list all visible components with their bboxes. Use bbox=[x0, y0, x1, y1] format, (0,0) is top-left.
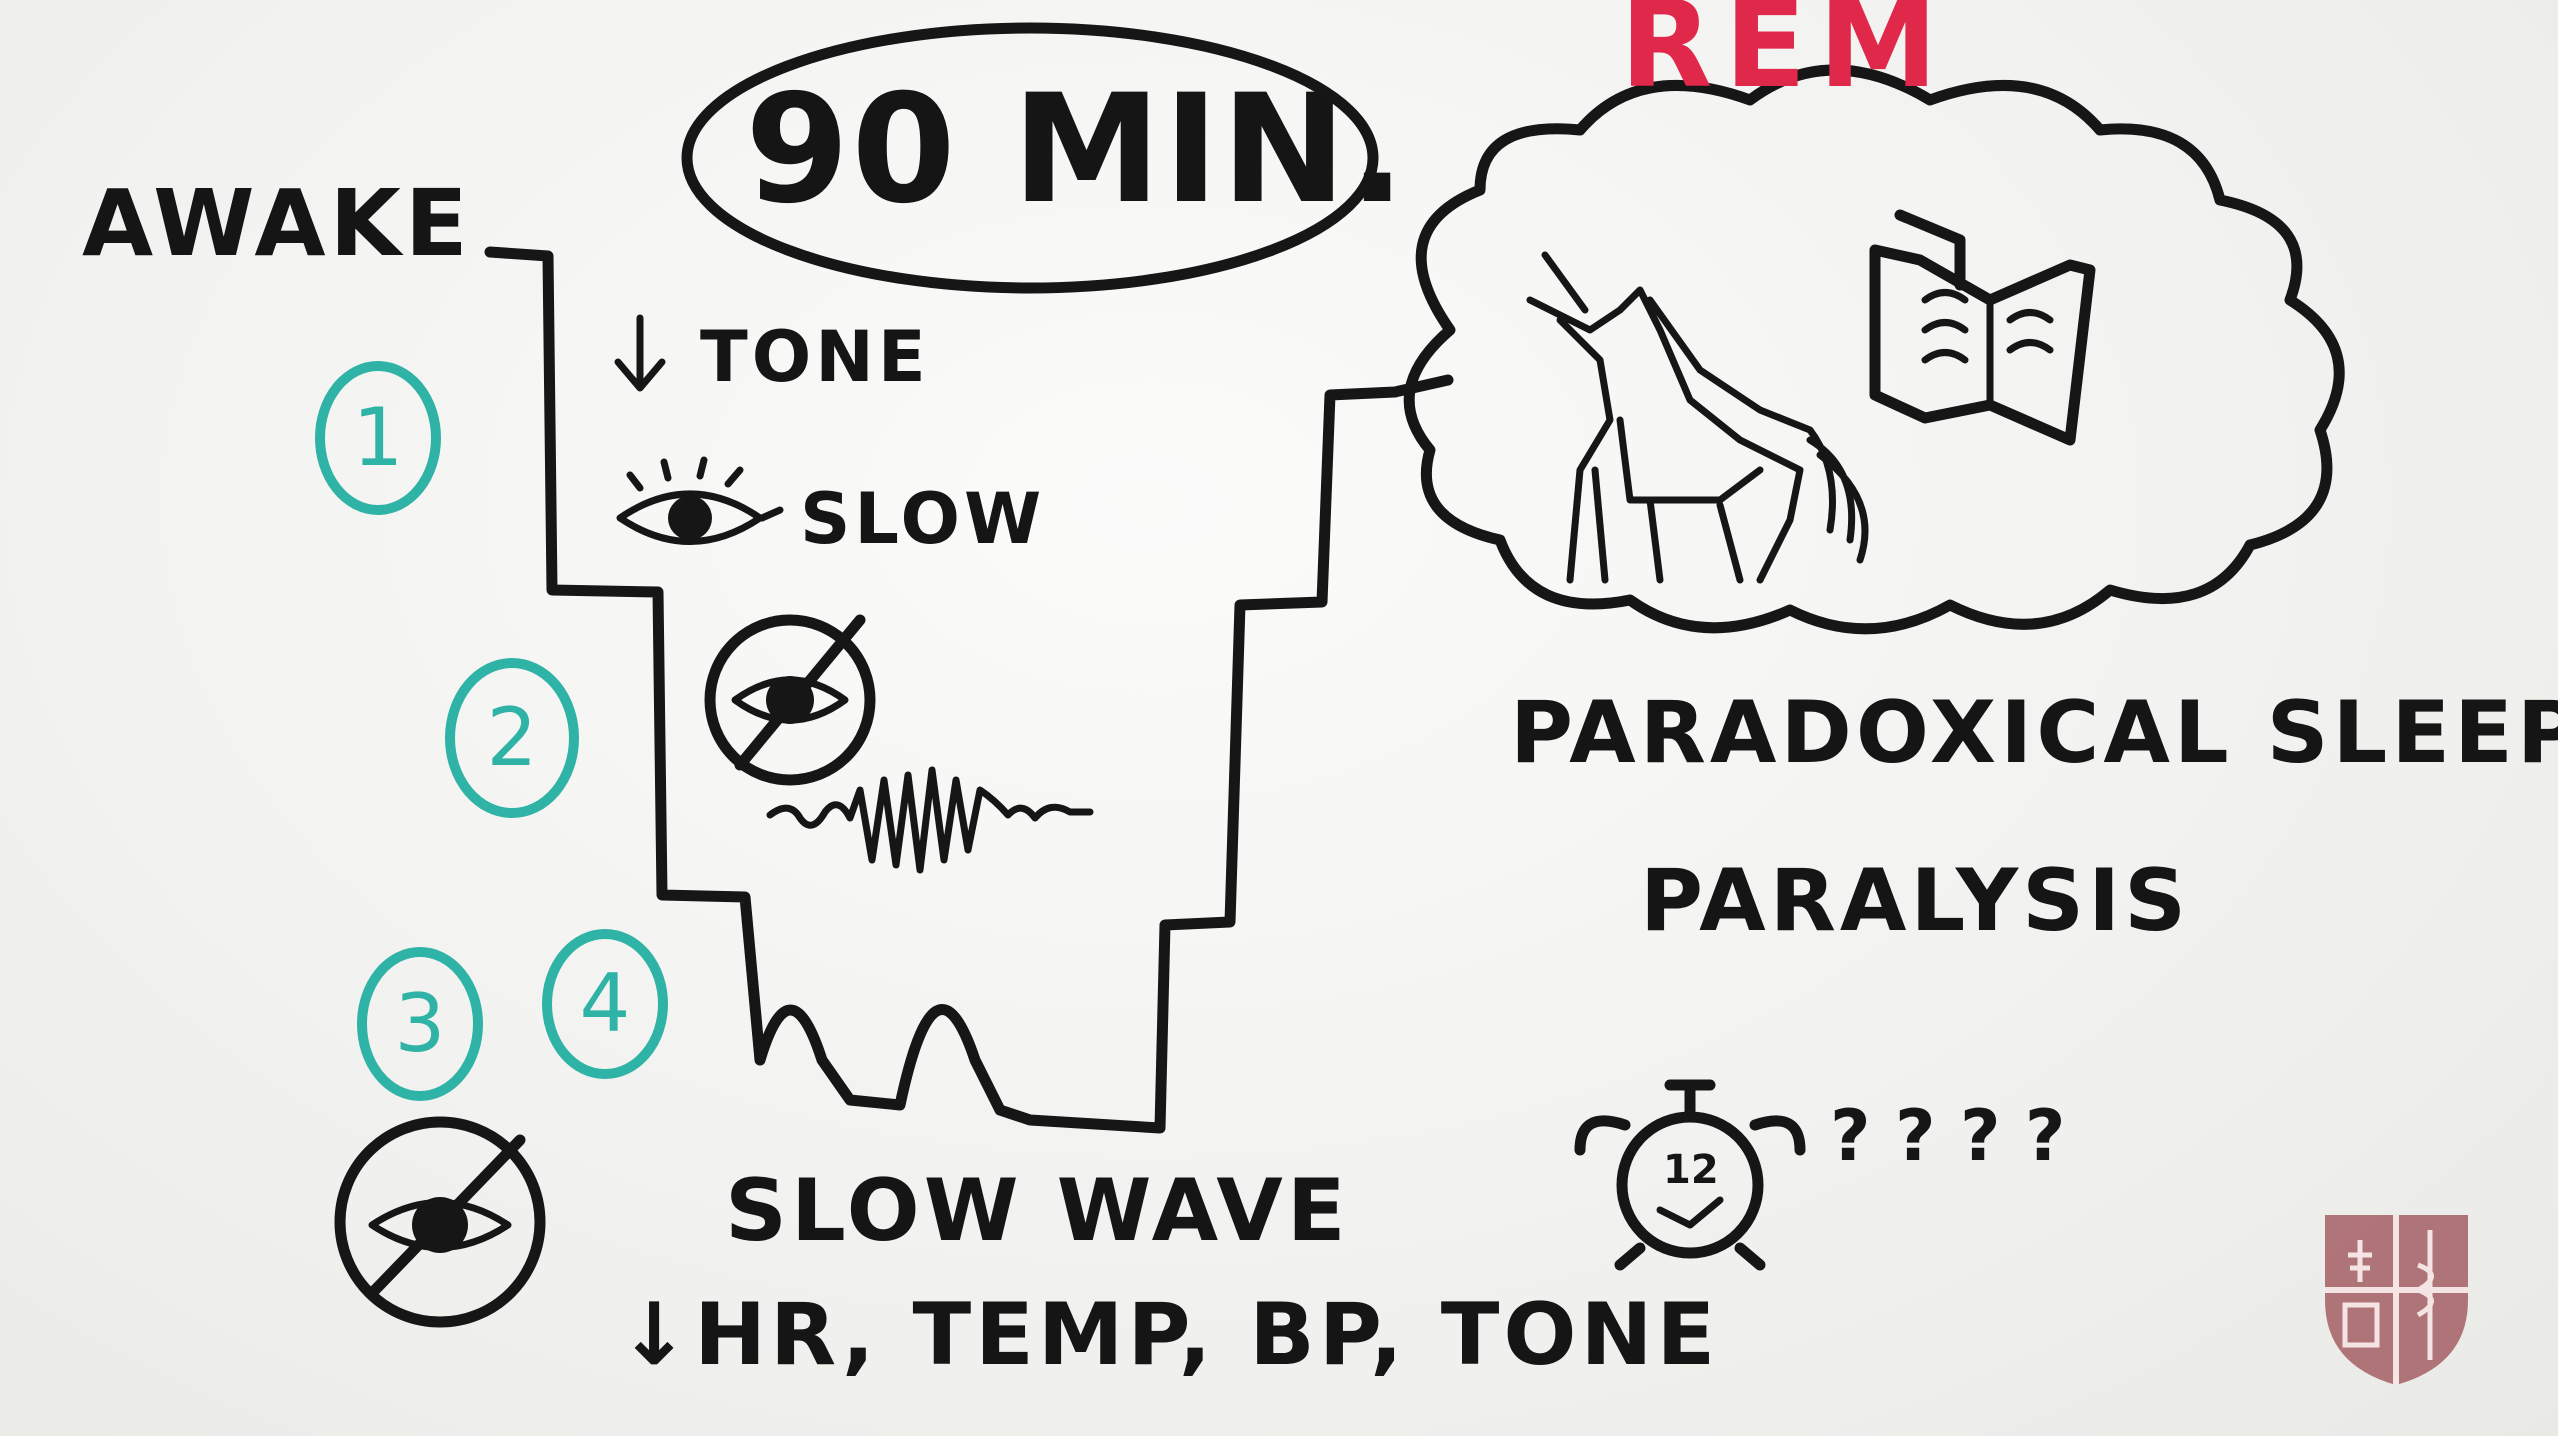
cycle-duration: 90 MIN. bbox=[745, 63, 1408, 237]
eye-icon bbox=[616, 456, 784, 545]
book-icon bbox=[1869, 209, 2096, 446]
down-arrow-icon bbox=[614, 314, 666, 392]
stage-4-number: 4 bbox=[579, 957, 631, 1050]
crossed-eye-icon bbox=[334, 1116, 546, 1328]
stage-2-circle bbox=[445, 658, 579, 818]
vitals-label: HR, TEMP, BP, TONE bbox=[694, 1285, 1720, 1385]
alarm-clock-face: 12 bbox=[1663, 1147, 1719, 1193]
rem-heading: REM bbox=[1620, 0, 1950, 115]
question-mark: ? ? ? ? bbox=[1830, 1095, 2066, 1177]
vitals-decrease: ↓HR, TEMP, BP, TONE bbox=[618, 1292, 1719, 1378]
stage-1-circle bbox=[315, 361, 441, 515]
tone-label: TONE bbox=[700, 316, 930, 398]
slow-eye-label: SLOW bbox=[800, 478, 1046, 560]
shield-logo-icon bbox=[2325, 1215, 2468, 1385]
awake-label: AWAKE bbox=[82, 170, 472, 277]
dream-cloud-icon bbox=[1403, 64, 2345, 635]
stage-1-number: 1 bbox=[352, 391, 404, 484]
stage-3-circle bbox=[357, 947, 483, 1101]
sleep-stage-staircase bbox=[484, 246, 1454, 1134]
crossed-eye-icon bbox=[704, 614, 876, 786]
stage-3-number: 3 bbox=[394, 977, 446, 1070]
brain-wave-icon bbox=[766, 766, 1094, 874]
slow-wave-label: SLOW WAVE bbox=[725, 1161, 1350, 1261]
stage-4-circle bbox=[542, 929, 668, 1079]
question-marks: ? ? ? ? bbox=[1830, 1095, 2066, 1177]
paradoxical-sleep-label: PARADOXICAL SLEEP bbox=[1510, 683, 2558, 783]
stage-2-number: 2 bbox=[486, 691, 538, 784]
alarm-clock-icon bbox=[1574, 1079, 1806, 1271]
down-arrow-icon: ↓ bbox=[618, 1285, 695, 1385]
paralysis-label: PARALYSIS bbox=[1640, 851, 2191, 951]
duration-oval bbox=[681, 22, 1379, 294]
unicorn-icon bbox=[1526, 251, 1869, 584]
